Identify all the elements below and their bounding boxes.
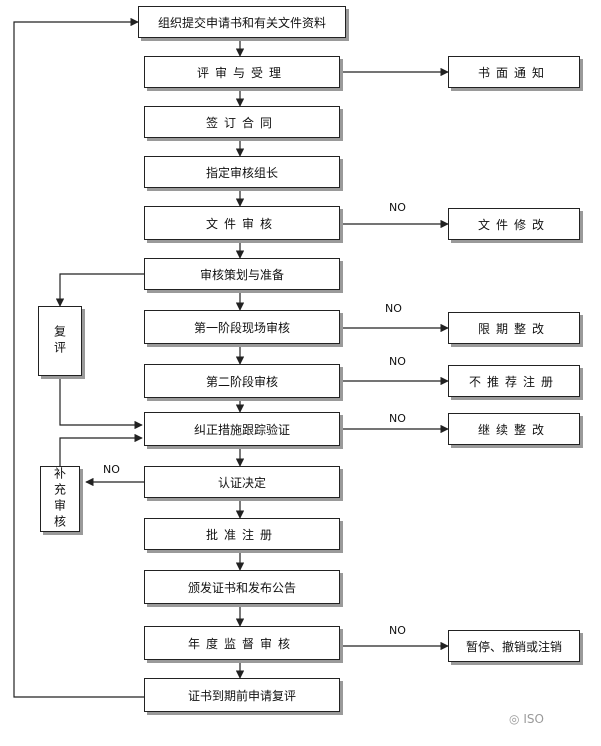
review-bottom	[59, 376, 143, 430]
out-not-recommend: 不推荐注册	[448, 365, 580, 397]
out-suspend-revoke: 暂停、撤销或注销	[448, 630, 580, 662]
step-surveillance: 年度监督审核	[144, 626, 340, 660]
out-rectify-deadline: 限期整改	[448, 312, 580, 344]
supp-up	[59, 433, 143, 466]
step-planning: 审核策划与准备	[144, 258, 340, 290]
left-supplementary: 补充审核	[40, 466, 80, 532]
loop-back	[13, 17, 144, 698]
out-continue-rectify: 继续整改	[448, 413, 580, 445]
step-assign-leader: 指定审核组长	[144, 156, 340, 188]
step-doc-audit: 文件审核	[144, 206, 340, 240]
step-renewal: 证书到期前申请复评	[144, 678, 340, 712]
step-stage1: 第一阶段现场审核	[144, 310, 340, 344]
out-written-notice: 书面通知	[448, 56, 580, 88]
step-contract: 签订合同	[144, 106, 340, 138]
out-doc-revision: 文件修改	[448, 208, 580, 240]
watermark-text: ISO	[523, 712, 544, 726]
no-label-doc: NO	[389, 201, 406, 214]
step-corrective: 纠正措施跟踪验证	[144, 412, 340, 446]
step-review-accept: 评审与受理	[144, 56, 340, 88]
review-top	[55, 273, 144, 307]
step-submit: 组织提交申请书和有关文件资料	[138, 6, 346, 38]
left-review: 复评	[38, 306, 82, 376]
no-label-stage1: NO	[385, 302, 402, 315]
wechat-icon: ◎	[509, 712, 520, 726]
step-stage2: 第二阶段审核	[144, 364, 340, 398]
no-label-surveillance: NO	[389, 624, 406, 637]
step-issue: 颁发证书和发布公告	[144, 570, 340, 604]
no-label-corrective: NO	[389, 412, 406, 425]
step-approve: 批准注册	[144, 518, 340, 550]
no-label-stage2: NO	[389, 355, 406, 368]
no-label-decision: NO	[103, 463, 120, 476]
watermark: ◎ ISO	[509, 712, 544, 726]
step-decision: 认证决定	[144, 466, 340, 498]
